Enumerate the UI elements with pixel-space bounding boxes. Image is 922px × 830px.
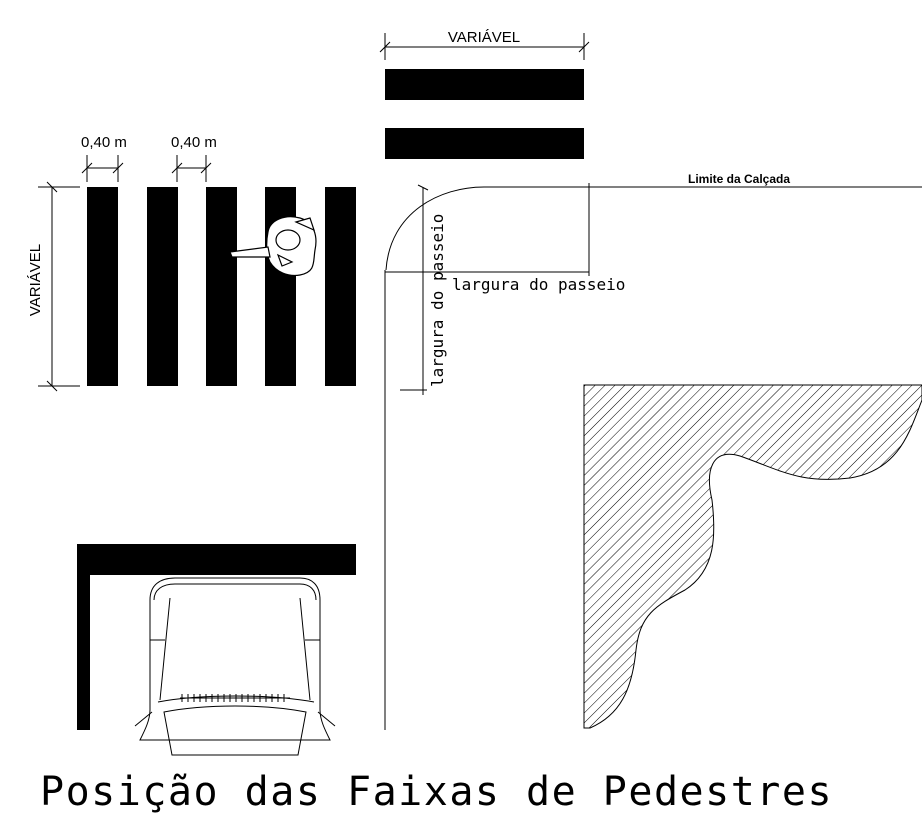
sidewalk-corner: Limite da Calçada largura do passeio lar…	[384, 172, 922, 730]
left-stripe-5	[325, 187, 356, 386]
largura-passeio-vertical-label: largura do passeio	[428, 214, 447, 387]
left-stripe-3	[206, 187, 237, 386]
left-variavel-label: VARIÁVEL	[27, 244, 44, 316]
stripe-width-dimension-2: 0,40 m	[171, 134, 217, 182]
stripe-width-dimension-1: 0,40 m	[81, 134, 127, 182]
pedestrian-figure	[229, 216, 317, 277]
left-dimension: VARIÁVEL	[27, 181, 80, 392]
top-crosswalk	[385, 69, 584, 159]
car-grille	[180, 694, 290, 702]
diagram-title: Posição das Faixas de Pedestres	[40, 769, 833, 815]
car-figure	[134, 577, 336, 756]
top-stripe-2	[385, 128, 584, 159]
limite-calcada-label: Limite da Calçada	[688, 172, 790, 186]
stripe-width-label-2: 0,40 m	[171, 134, 217, 151]
top-stripe-1	[385, 69, 584, 100]
hatched-lot-area	[583, 384, 922, 729]
left-stripe-2	[147, 187, 178, 386]
largura-passeio-horizontal-label: largura do passeio	[452, 275, 625, 294]
left-stripe-1	[87, 187, 118, 386]
left-crosswalk	[87, 187, 356, 386]
stop-line	[77, 544, 356, 730]
top-variavel-label: VARIÁVEL	[448, 29, 520, 46]
stripe-width-label-1: 0,40 m	[81, 134, 127, 151]
top-dimension: VARIÁVEL	[379, 29, 590, 60]
